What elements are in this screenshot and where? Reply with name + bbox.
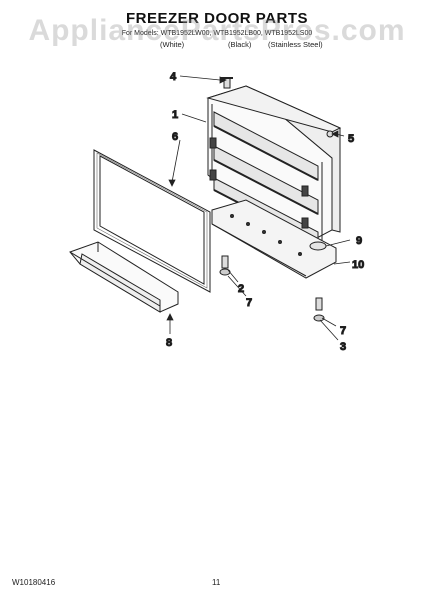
callout-2: 2	[238, 283, 244, 295]
callout-6: 6	[172, 131, 178, 143]
model-line: For Models: WTB1952LW00, WTB1952LB00, WT…	[121, 30, 313, 37]
callout-4: 4	[170, 71, 177, 83]
callout-1: 1	[172, 109, 178, 121]
callout-9: 9	[356, 235, 362, 247]
page-number: 11	[212, 578, 221, 587]
door-body-part	[206, 85, 342, 249]
callout-8: 8	[166, 337, 172, 349]
hinge-pin-upper-part	[219, 255, 231, 276]
top-screw-part	[221, 77, 233, 89]
callout-10: 10	[352, 259, 364, 271]
door-bin-part	[69, 241, 179, 313]
plug-part	[309, 241, 327, 251]
leader-lines	[166, 75, 351, 341]
callout-7-lower: 7	[340, 325, 346, 337]
doc-number: W10180416	[12, 578, 56, 587]
callout-7-upper: 7	[246, 297, 252, 309]
color-stainless-label: (Stainless Steel)	[268, 40, 323, 49]
hinge-pin-lower-part	[313, 297, 325, 322]
color-white-label: (White)	[160, 40, 185, 49]
door-gasket-part	[93, 149, 211, 293]
hinge-bracket-part	[211, 199, 337, 279]
page-title: FREEZER DOOR PARTS	[125, 10, 309, 27]
watermark: AppliancePartsPros.com	[28, 14, 406, 47]
callout-5: 5	[348, 133, 354, 145]
callout-3: 3	[340, 341, 346, 353]
color-black-label: (Black)	[228, 40, 252, 49]
